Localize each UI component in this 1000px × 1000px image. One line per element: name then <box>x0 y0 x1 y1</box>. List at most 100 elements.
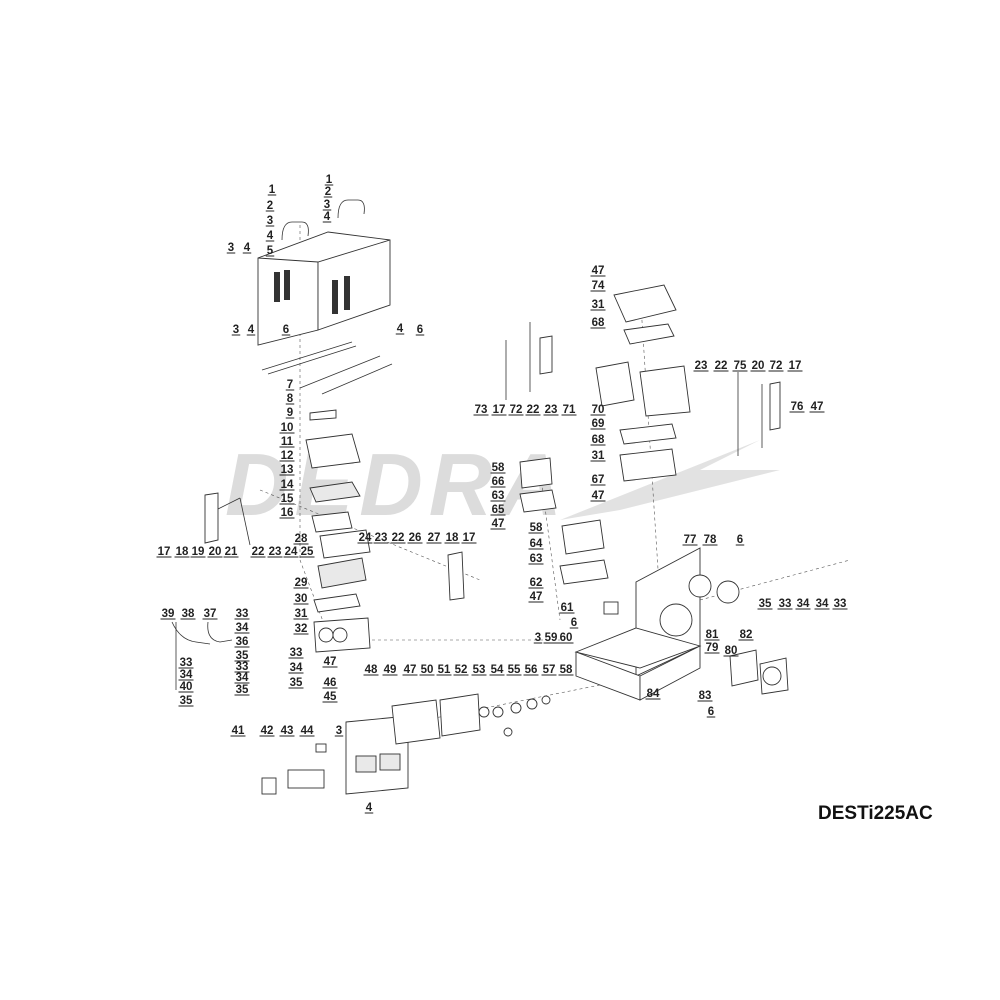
callout-label: 30 <box>293 593 309 605</box>
callout-label: 78 <box>702 534 718 546</box>
callout-number: 13 <box>281 464 294 476</box>
callout-label: 4 <box>364 802 374 814</box>
callout-label: 16 <box>279 507 295 519</box>
callout-label: 28 <box>293 533 309 545</box>
callout-label: 17 <box>461 532 477 544</box>
callout-label: 35 <box>288 677 304 689</box>
callout-label: 15 <box>279 493 295 505</box>
callout-number: 1 <box>326 174 333 186</box>
callout-number: 25 <box>301 546 314 558</box>
callout-number: 4 <box>244 242 251 254</box>
callout-number: 31 <box>592 450 605 462</box>
callout-label: 21 <box>223 546 239 558</box>
callout-number: 75 <box>734 360 747 372</box>
callout-label: 33 <box>288 647 304 659</box>
callout-number: 22 <box>252 546 265 558</box>
callout-label: 22 <box>713 360 729 372</box>
callout-label: 74 <box>590 280 606 292</box>
callout-label: 3 <box>231 324 241 336</box>
callout-number: 80 <box>725 645 738 657</box>
callout-label: 14 <box>279 479 295 491</box>
callout-label: 71 <box>561 404 577 416</box>
callout-label: 37 <box>202 608 218 620</box>
callout-label: 70 <box>590 404 606 416</box>
callout-number: 47 <box>530 591 543 603</box>
callout-number: 6 <box>283 324 289 336</box>
callout-label: 34 <box>288 662 304 674</box>
callout-label: 79 <box>704 642 720 654</box>
callout-label: 51 <box>436 664 452 676</box>
callout-label: 34 <box>234 622 250 634</box>
top-cover <box>257 231 391 263</box>
callout-label: 18 <box>174 546 190 558</box>
callout-label: 20 <box>207 546 223 558</box>
central-component-stack <box>204 409 465 653</box>
callout-number: 81 <box>706 629 719 641</box>
callout-number: 9 <box>287 407 293 419</box>
callout-number: 3 <box>324 199 330 211</box>
callout-label: 33 <box>234 608 250 620</box>
callout-label: 33 <box>832 598 848 610</box>
callout-number: 66 <box>492 476 505 488</box>
callout-number: 70 <box>592 404 605 416</box>
callout-label: 73 <box>473 404 489 416</box>
callout-label: 3 <box>226 242 236 254</box>
callout-label: 3 <box>322 199 332 211</box>
callout-number: 2 <box>267 200 273 212</box>
callout-number: 6 <box>417 324 423 336</box>
callout-label: 18 <box>444 532 460 544</box>
callout-label: 24 <box>283 546 299 558</box>
callout-number: 44 <box>301 725 314 737</box>
callout-label: 23 <box>543 404 559 416</box>
callout-number: 43 <box>281 725 294 737</box>
callout-number: 7 <box>287 379 293 391</box>
callout-number: 34 <box>236 672 249 684</box>
callout-number: 5 <box>267 245 274 257</box>
callout-number: 78 <box>704 534 717 546</box>
callout-label: 42 <box>259 725 275 737</box>
callout-number: 51 <box>438 664 451 676</box>
callout-label: 66 <box>490 476 506 488</box>
callout-label: 61 <box>559 602 575 614</box>
callout-label: 31 <box>293 608 309 620</box>
callout-number: 23 <box>269 546 282 558</box>
callout-label: 35 <box>234 684 250 696</box>
callout-label: 47 <box>402 664 418 676</box>
callout-label: 56 <box>523 664 539 676</box>
callout-number: 28 <box>295 533 308 545</box>
callout-label: 25 <box>299 546 315 558</box>
callout-number: 23 <box>375 532 388 544</box>
callout-label: 4 <box>246 324 256 336</box>
callout-number: 35 <box>759 598 772 610</box>
callout-number: 41 <box>232 725 245 737</box>
callout-number: 76 <box>791 401 804 413</box>
top-cover-assembly <box>257 199 393 395</box>
callout-number: 33 <box>779 598 792 610</box>
callout-label: 47 <box>590 265 606 277</box>
callout-number: 47 <box>592 490 605 502</box>
callout-number: 16 <box>281 507 294 519</box>
callout-number: 79 <box>706 642 719 654</box>
callout-number: 42 <box>261 725 274 737</box>
callout-number: 17 <box>493 404 506 416</box>
callout-number: 19 <box>192 546 205 558</box>
callout-number: 3 <box>233 324 239 336</box>
callout-label: 4 <box>242 242 252 254</box>
callout-label: 52 <box>453 664 469 676</box>
callout-label: 31 <box>590 450 606 462</box>
callout-label: 6 <box>706 706 716 718</box>
callout-number: 61 <box>561 602 574 614</box>
callout-label: 20 <box>750 360 766 372</box>
callout-number: 55 <box>508 664 521 676</box>
callout-number: 68 <box>592 434 605 446</box>
callout-number: 4 <box>248 324 255 336</box>
callout-label: 1 <box>324 174 334 186</box>
callout-label: 68 <box>590 317 606 329</box>
callout-number: 35 <box>236 650 249 662</box>
callout-label: 22 <box>250 546 266 558</box>
callout-label: 35 <box>178 695 194 707</box>
callout-label: 47 <box>528 591 544 603</box>
callout-label: 67 <box>590 474 606 486</box>
callout-number: 20 <box>752 360 765 372</box>
callout-label: 40 <box>178 681 194 693</box>
